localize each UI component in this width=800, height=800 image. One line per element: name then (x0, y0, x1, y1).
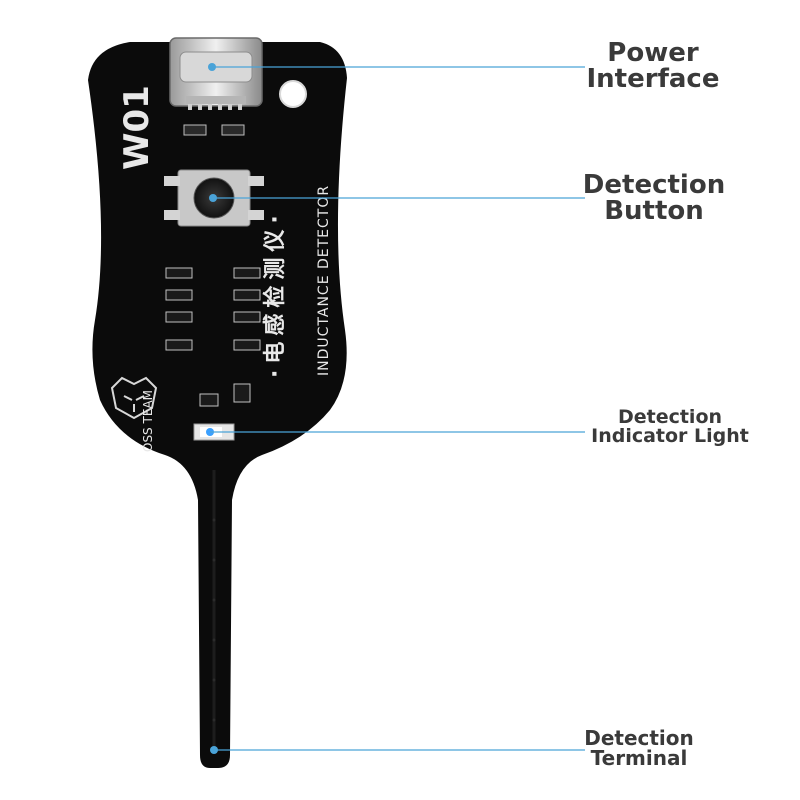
callout-power-line1: Power (607, 38, 699, 68)
callout-power-interface: Power Interface (578, 40, 728, 92)
callout-terminal-line2: Terminal (590, 746, 688, 770)
english-title-label: INDUCTANCE DETECTOR (316, 185, 332, 376)
callout-detection-terminal: Detection Terminal (578, 728, 700, 768)
chinese-title-label: ·电感检测仪· (262, 209, 288, 378)
team-label: OSS TEAM (141, 390, 155, 452)
oss-team-tiger-logo (110, 376, 158, 420)
smd-resistors-top (183, 124, 245, 136)
smd-components-right (233, 267, 261, 403)
mounting-hole (279, 80, 307, 108)
callout-light-line2: Indicator Light (591, 425, 749, 447)
callout-button-line2: Button (604, 196, 704, 226)
stem-vias (212, 518, 216, 722)
leader-lines (210, 66, 585, 751)
model-label: W01 (117, 85, 157, 170)
usb-c-connector (169, 37, 263, 110)
leader-dots (208, 63, 218, 754)
callout-light-line1: Detection (617, 406, 723, 428)
smd-components-left (165, 267, 193, 351)
callout-detection-indicator-light: Detection Indicator Light (584, 408, 756, 446)
callout-button-line1: Detection (582, 170, 726, 200)
callout-power-line2: Interface (586, 64, 720, 94)
callout-terminal-line1: Detection (584, 726, 694, 750)
callout-detection-button: Detection Button (578, 172, 730, 224)
